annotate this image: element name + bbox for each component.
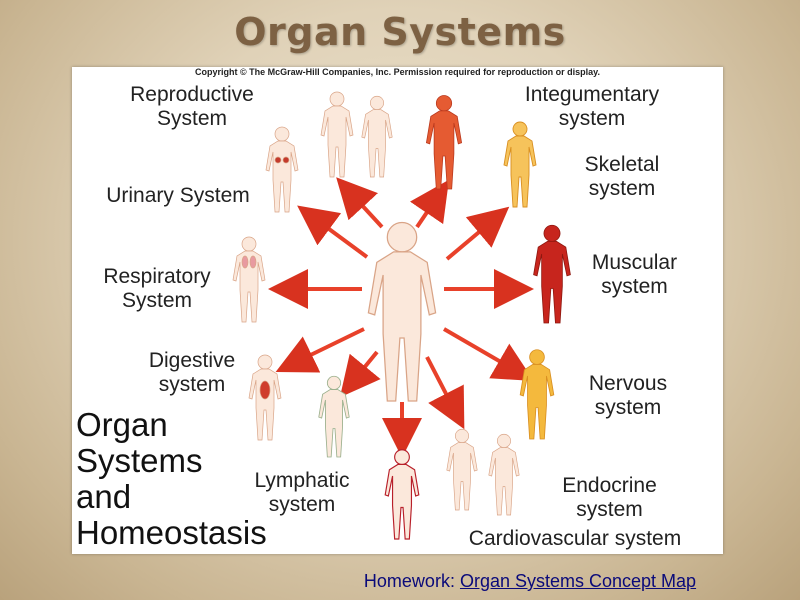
figure-integumentary [425, 94, 463, 190]
figure-endocrine-male [446, 428, 478, 511]
figure-skeletal [503, 121, 537, 208]
figure-lymphatic [318, 375, 350, 458]
homework-line: Homework: Organ Systems Concept Map [0, 571, 800, 592]
figure-urinary [265, 126, 299, 213]
label-cardiovascular: Cardiovascular system [468, 527, 682, 550]
figure-cardiovascular [384, 449, 420, 540]
copyright-notice: Copyright © The McGraw-Hill Companies, I… [194, 67, 601, 77]
central-body-figure [367, 221, 437, 403]
figure-reproductive-female [361, 95, 393, 178]
figure-respiratory [232, 236, 266, 323]
figure-heading: Organ Systems and Homeostasis [76, 406, 267, 551]
figure-digestive [248, 354, 282, 441]
label-urinary: Urinary System [106, 184, 250, 207]
homework-prefix: Homework: [363, 571, 455, 591]
arrows [268, 177, 534, 458]
homework-link[interactable]: Organ Systems Concept Map [459, 571, 697, 591]
figure-reproductive-male [320, 91, 354, 178]
figure-nervous [519, 349, 555, 440]
figure-endocrine-female [488, 433, 520, 516]
figure-illustration [232, 91, 571, 540]
organ-systems-figure: Copyright © The McGraw-Hill Companies, I… [72, 67, 723, 554]
slide-title: Organ Systems [234, 10, 566, 54]
figure-muscular [533, 224, 571, 324]
